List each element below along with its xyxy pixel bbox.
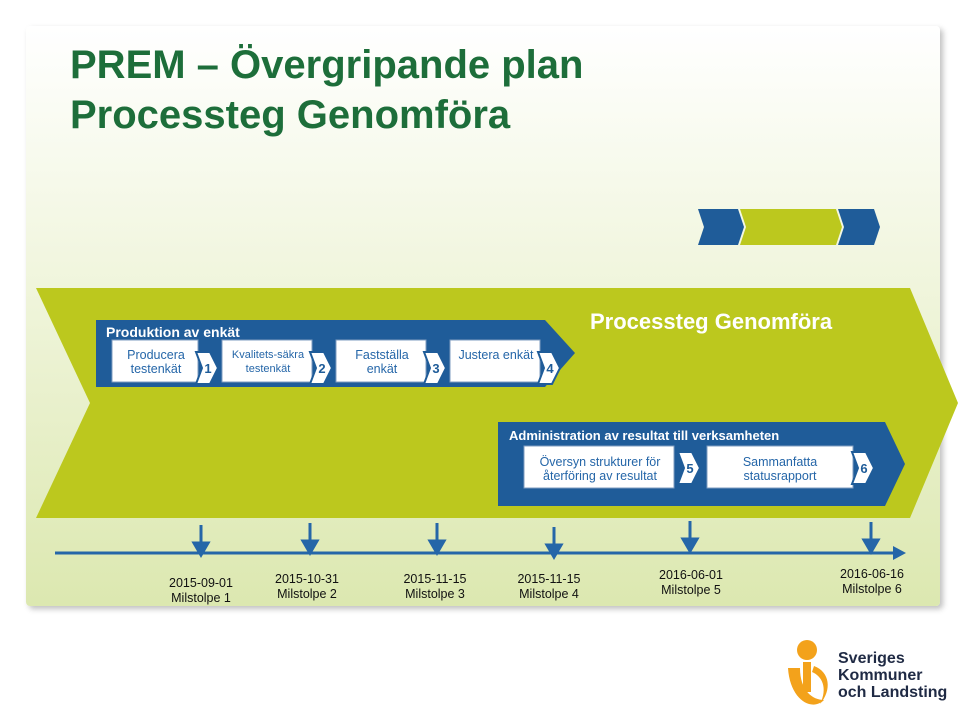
milestone-1: 2015-09-01 Milstolpe 1 <box>156 576 246 606</box>
step-label-4: Justera enkät <box>458 348 534 362</box>
page-title-line-2: Processteg Genomföra <box>70 93 511 137</box>
step-box-6 <box>706 445 854 489</box>
milestone-2-name: Milstolpe 2 <box>277 587 337 601</box>
step-badge-5: 5 <box>686 461 694 476</box>
production-heading: Produktion av enkät <box>106 324 240 340</box>
step-label-6: Sammanfatta statusrapport <box>742 455 818 483</box>
step-label-5: Översyn strukturer för återföring av res… <box>539 455 661 483</box>
milestone-2-date: 2015-10-31 <box>275 572 339 586</box>
step-badge-3: 3 <box>432 361 440 376</box>
step-box-5 <box>523 445 675 489</box>
milestone-3: 2015-11-15 Milstolpe 3 <box>390 572 480 602</box>
milestone-5-name: Milstolpe 5 <box>661 583 721 597</box>
milestone-4-name: Milstolpe 4 <box>519 587 579 601</box>
milestone-5-date: 2016-06-01 <box>659 568 723 582</box>
timeline-arrowhead <box>893 546 906 560</box>
logo-line-3: och Landsting <box>838 684 948 701</box>
milestone-6-name: Milstolpe 6 <box>842 582 902 596</box>
administration-heading: Administration av resultat till verksamh… <box>509 428 780 443</box>
step-badge-4: 4 <box>546 361 554 376</box>
step-label-3: Fastställa enkät <box>355 348 409 376</box>
milestone-3-date: 2015-11-15 <box>403 572 467 586</box>
step-label-2: Kvalitets-säkra testenkät <box>231 349 305 375</box>
badge-shapes <box>194 351 876 485</box>
mini-chevron-blue-2 <box>838 209 880 245</box>
mini-chevron-blue-1 <box>698 209 744 245</box>
milestone-markers <box>191 521 881 560</box>
step-box-4 <box>449 339 541 383</box>
mini-chevron-olive <box>740 209 842 245</box>
section-title: Processteg Genomföra <box>590 309 833 334</box>
milestone-6-date: 2016-06-16 <box>840 567 904 581</box>
milestone-5: 2016-06-01 Milstolpe 5 <box>646 568 736 598</box>
skl-logo-icon <box>788 640 828 705</box>
page-title-line-1: PREM – Övergripande plan <box>70 43 584 87</box>
step-badge-2: 2 <box>318 361 326 376</box>
milestone-3-name: Milstolpe 3 <box>405 587 465 601</box>
logo-line-1: Sveriges <box>838 650 905 667</box>
step-box-2 <box>221 339 313 383</box>
step-box-3 <box>335 339 427 383</box>
milestone-4-date: 2015-11-15 <box>517 572 581 586</box>
milestone-6: 2016-06-16 Milstolpe 6 <box>826 567 918 597</box>
step-badge-1: 1 <box>204 361 212 376</box>
milestone-2: 2015-10-31 Milstolpe 2 <box>262 572 352 602</box>
step-label-1: Producera testenkät <box>127 348 185 376</box>
step-badge-6: 6 <box>860 461 868 476</box>
milestone-1-name: Milstolpe 1 <box>171 591 231 605</box>
skl-logo-text: Sveriges Kommuner och Landsting <box>838 650 947 701</box>
logo-line-2: Kommuner <box>838 667 923 684</box>
milestone-4: 2015-11-15 Milstolpe 4 <box>504 572 594 602</box>
step-box-1 <box>111 339 199 383</box>
milestone-1-date: 2015-09-01 <box>169 576 233 590</box>
